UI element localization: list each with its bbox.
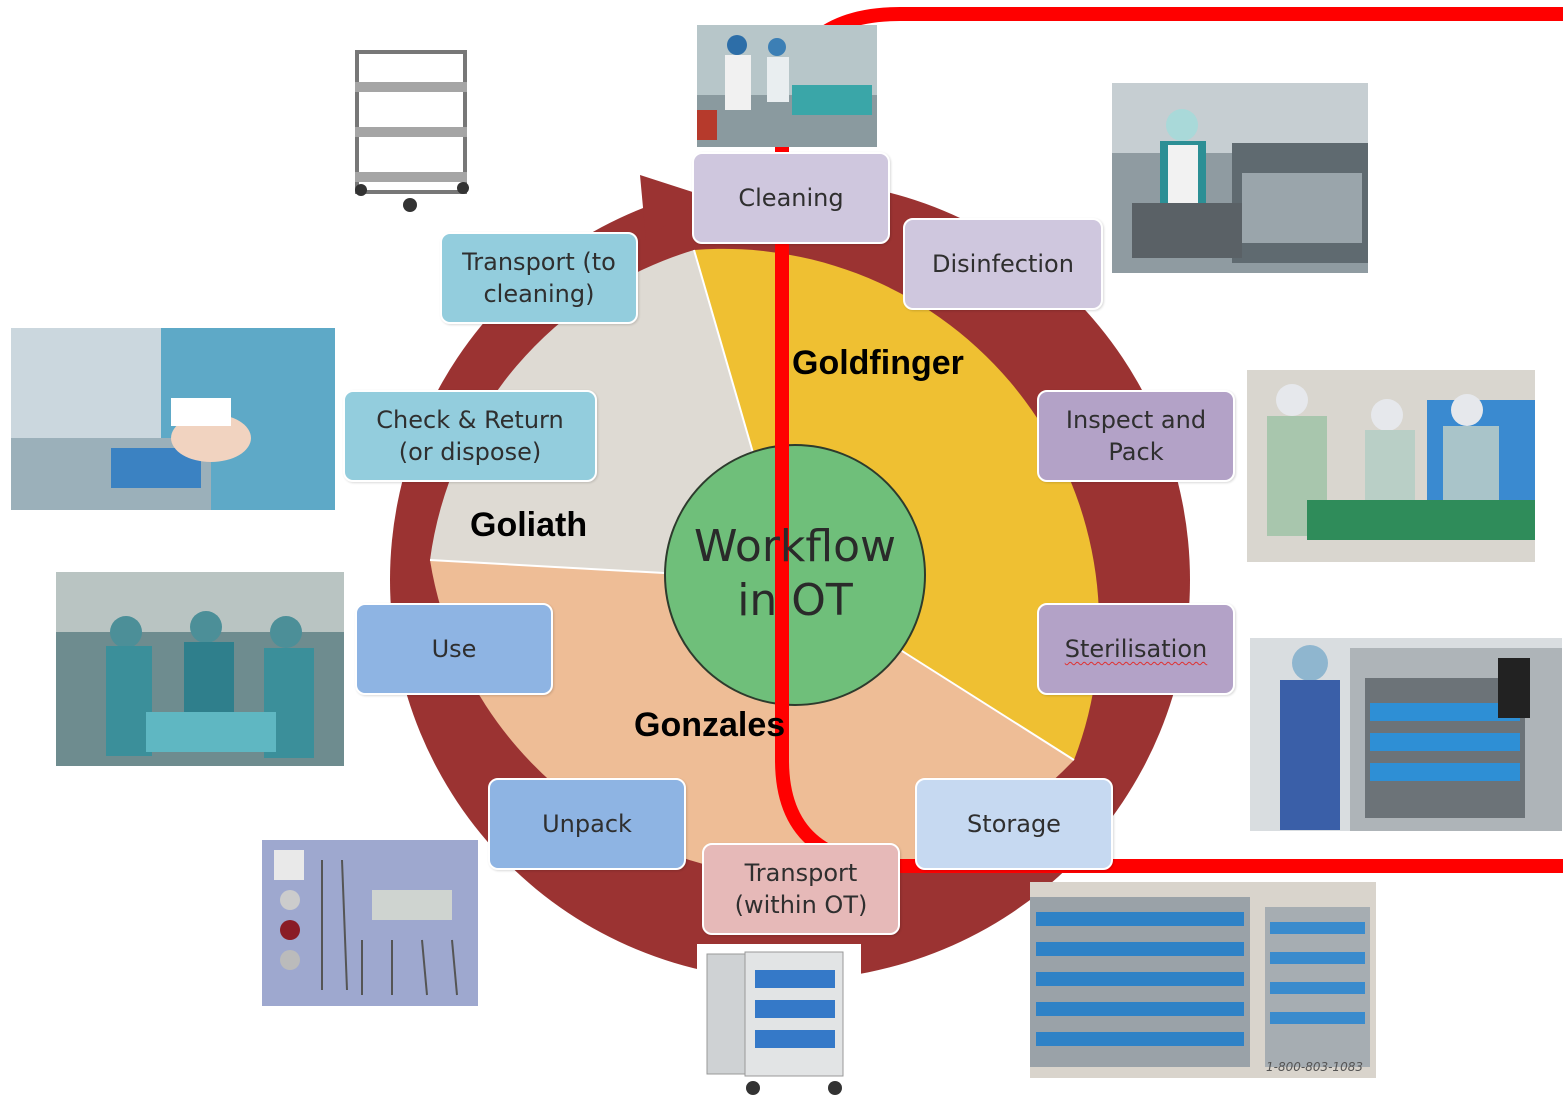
storage-photo-credit: 1-800-803-1083	[1266, 1060, 1363, 1074]
step-storage-label: Storage	[967, 810, 1061, 838]
step-use-label: Use	[431, 635, 477, 663]
center-label-line1: Workflow	[693, 521, 897, 572]
photo-transport-cart	[697, 944, 861, 1097]
center-label-line2: in OT	[737, 575, 853, 626]
step-disinfection[interactable]: Disinfection	[903, 218, 1103, 310]
step-transport-to-cleaning-label: Transport (to cleaning)	[462, 248, 616, 308]
photo-cleaning-station	[697, 25, 877, 147]
step-unpack[interactable]: Unpack	[488, 778, 686, 870]
step-transport-within-ot[interactable]: Transport (within OT)	[702, 843, 900, 935]
step-check-and-return-label: Check & Return (or dispose)	[376, 406, 564, 466]
owner-gonzales: Gonzales	[634, 706, 786, 744]
step-sterilisation[interactable]: Sterilisation	[1037, 603, 1235, 695]
center-label: Workflow in OT	[665, 520, 925, 628]
owner-goldfinger: Goldfinger	[792, 344, 964, 382]
photo-check-and-return	[11, 328, 335, 510]
step-disinfection-label: Disinfection	[932, 250, 1074, 278]
step-inspect-and-pack-label: Inspect and Pack	[1065, 406, 1207, 466]
owner-goliath: Goliath	[470, 506, 588, 544]
step-storage[interactable]: Storage	[915, 778, 1113, 870]
photo-sterilisation-unit	[1250, 638, 1562, 831]
center-circle	[664, 444, 926, 706]
step-cleaning-label: Cleaning	[738, 184, 844, 212]
step-transport-to-cleaning[interactable]: Transport (to cleaning)	[440, 232, 638, 324]
photo-disinfection-worker	[1112, 83, 1368, 273]
photo-surgery-team	[56, 572, 344, 766]
step-use[interactable]: Use	[355, 603, 553, 695]
photo-storage-racks	[1030, 882, 1376, 1078]
step-unpack-label: Unpack	[542, 810, 632, 838]
cycle-arrow-head	[640, 175, 705, 240]
step-check-and-return[interactable]: Check & Return (or dispose)	[343, 390, 597, 482]
step-inspect-and-pack[interactable]: Inspect and Pack	[1037, 390, 1235, 482]
step-sterilisation-label: Sterilisation	[1064, 635, 1208, 663]
photo-steel-trolley	[345, 42, 477, 214]
photo-surgical-instruments	[262, 840, 478, 1006]
step-transport-within-ot-label: Transport (within OT)	[734, 859, 868, 919]
step-cleaning[interactable]: Cleaning	[692, 152, 890, 244]
photo-inspect-and-pack	[1247, 370, 1535, 562]
